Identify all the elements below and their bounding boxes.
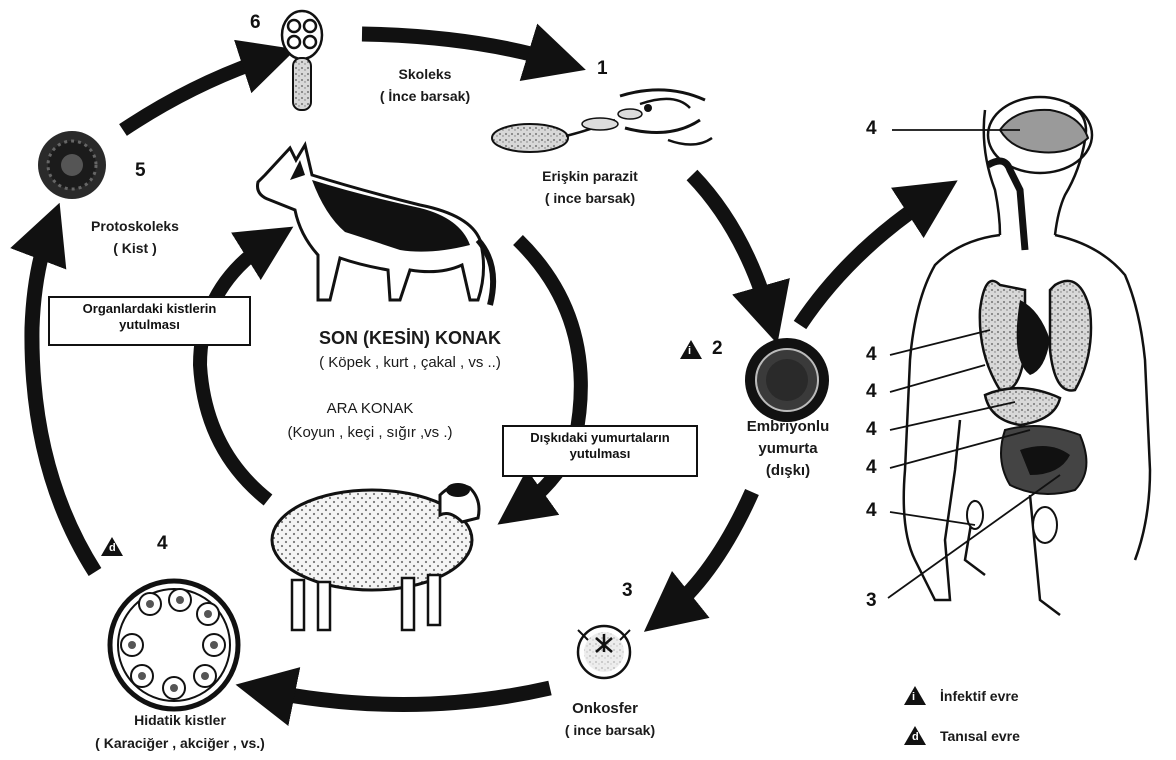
human-label-brain: 4: [866, 118, 877, 140]
egg-ingestion-line1: Dışkıdaki yumurtaların: [508, 430, 692, 446]
human-figure-illustration: [888, 97, 1150, 615]
intermediate-host-examples: (Koyun , keçi , sığır ,vs .): [225, 424, 515, 441]
adult-parasite-illustration: [492, 90, 712, 152]
human-label-bone: 4: [866, 500, 877, 522]
human-label-lung-1: 4: [866, 344, 877, 366]
scolex-illustration: [282, 11, 322, 110]
legend-diagnostic-label: Tanısal evre: [940, 728, 1100, 744]
human-label-lung-2: 4: [866, 381, 877, 403]
hydatid-cyst-illustration: [110, 581, 238, 709]
stage-5-location: ( Kist ): [70, 240, 200, 256]
diagnostic-stage-symbol: d: [101, 537, 123, 556]
stage-4-number: 4: [157, 533, 168, 555]
legend-diagnostic-letter: d: [912, 731, 919, 743]
intermediate-host-title: ARA KONAK: [290, 400, 450, 417]
legend-infective-label: İnfektif evre: [940, 688, 1100, 704]
stage-4-location: ( Karaciğer , akciğer , vs.): [0, 735, 360, 751]
stage-1-number: 1: [597, 58, 608, 80]
egg-ingestion-note: Dışkıdaki yumurtaların yutulması: [502, 425, 698, 477]
stage-1-name: Erişkin parazit: [495, 168, 685, 184]
human-label-liver: 4: [866, 419, 877, 441]
infective-stage-symbol: i: [680, 340, 702, 359]
stage-2-number: 2: [712, 338, 723, 360]
stage-3-location: ( ince barsak): [515, 722, 705, 738]
arrow-5-to-6: [123, 57, 272, 130]
stage-2-name-line2: yumurta: [718, 440, 858, 457]
human-label-intestine: 4: [866, 457, 877, 479]
stage-6-number: 6: [250, 12, 261, 34]
arrow-3-to-4: [262, 688, 550, 705]
definitive-host-title: SON (KESİN) KONAK: [245, 328, 575, 349]
diagnostic-symbol-letter: d: [109, 542, 116, 554]
stage-2-name: Embriyonlu: [718, 418, 858, 435]
cyst-ingestion-line2: yutulması: [54, 317, 245, 333]
embryonated-egg-illustration: [745, 338, 829, 422]
arrow-4-to-5: [32, 228, 95, 572]
arrow-2-to-3: [665, 492, 752, 615]
stage-3-number: 3: [622, 580, 633, 602]
stage-6-location: ( İnce barsak): [340, 88, 510, 104]
stage-6-name: Skoleks: [345, 66, 505, 82]
legend-diagnostic-symbol: d: [904, 726, 926, 745]
dog-illustration: [258, 145, 494, 305]
arrow-1-to-2: [692, 175, 770, 318]
stage-5-number: 5: [135, 160, 146, 182]
egg-ingestion-line2: yutulması: [508, 446, 692, 462]
protoscolex-illustration: [38, 131, 106, 199]
sheep-illustration: [272, 483, 479, 630]
infective-symbol-letter: i: [688, 345, 691, 357]
stage-2-location: (dışkı): [718, 462, 858, 479]
arrow-6-to-1: [362, 34, 560, 62]
stage-5-name: Protoskoleks: [50, 218, 220, 234]
legend-infective-letter: i: [912, 691, 915, 703]
cyst-ingestion-note: Organlardaki kistlerin yutulması: [48, 296, 251, 346]
legend-infective-symbol: i: [904, 686, 926, 705]
stage-4-name: Hidatik kistler: [70, 712, 290, 728]
arrow-2-to-human: [800, 195, 935, 325]
cyst-ingestion-line1: Organlardaki kistlerin: [54, 301, 245, 317]
definitive-host-examples: ( Köpek , kurt , çakal , vs ..): [240, 354, 580, 371]
stage-3-name: Onkosfer: [520, 700, 690, 717]
oncosphere-illustration: [578, 626, 630, 678]
stage-1-location: ( ince barsak): [495, 190, 685, 206]
human-label-oncosphere: 3: [866, 590, 877, 612]
